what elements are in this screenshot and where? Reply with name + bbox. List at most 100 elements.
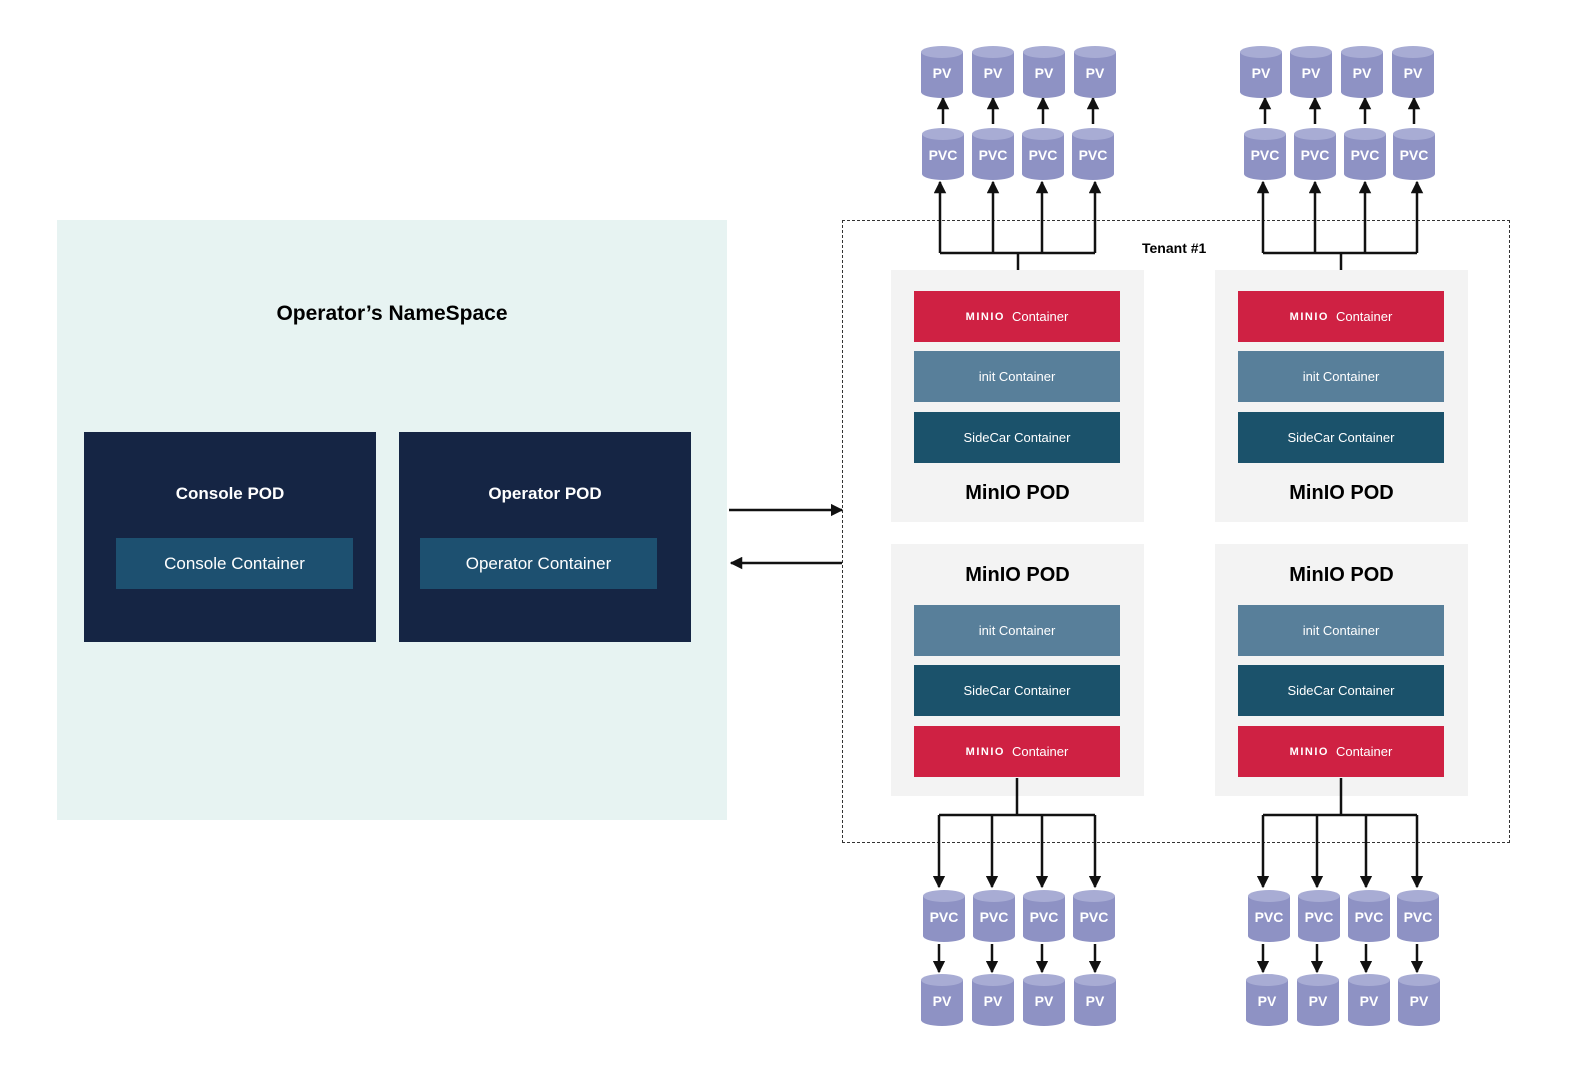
minio-pod-bottom-right: MinIO POD init Container SideCar Contain… — [1215, 544, 1468, 796]
pv-cylinder: PV — [1246, 974, 1288, 1026]
sidecar-container: SideCar Container — [1238, 665, 1444, 716]
pv-cylinder-label: PV — [1352, 65, 1372, 81]
console-container: Console Container — [116, 538, 353, 589]
pv-cylinder: PV — [1074, 46, 1116, 98]
pvc-cylinder-label: PVC — [1079, 909, 1109, 925]
tenant-boundary — [842, 220, 1510, 843]
pv-cylinder: PV — [921, 46, 963, 98]
pv-cylinder: PV — [972, 46, 1014, 98]
pvc-cylinder: PVC — [1348, 890, 1390, 942]
pv-cylinder: PV — [1348, 974, 1390, 1026]
minio-container: MINIO Container — [1238, 291, 1444, 342]
pv-cylinder: PV — [1341, 46, 1383, 98]
minio-pod-top-left: MINIO Container init Container SideCar C… — [891, 270, 1144, 522]
pv-cylinder-label: PV — [1085, 993, 1105, 1009]
pvc-cylinder: PVC — [1393, 128, 1435, 180]
minio-container-label: Container — [1335, 744, 1393, 759]
pv-cylinder: PV — [921, 974, 963, 1026]
pvc-cylinder: PVC — [922, 128, 964, 180]
pvc-cylinder: PVC — [1073, 890, 1115, 942]
pvc-cylinder: PVC — [1244, 128, 1286, 180]
pvc-cylinder-label: PVC — [929, 909, 959, 925]
tenant-label: Tenant #1 — [1142, 240, 1207, 256]
minio-logo: MINIO — [1289, 745, 1329, 758]
minio-logo: MINIO — [965, 745, 1005, 758]
namespace-title: Operator’s NameSpace — [276, 302, 508, 325]
pv-cylinder-label: PV — [1251, 65, 1271, 81]
pv-cylinder: PV — [1398, 974, 1440, 1026]
minio-logo: MINIO — [965, 310, 1005, 323]
pv-cylinder-label: PV — [1257, 993, 1277, 1009]
pv-cylinder-label: PV — [1409, 993, 1429, 1009]
pvc-cylinder: PVC — [923, 890, 965, 942]
pv-cylinder: PV — [1074, 974, 1116, 1026]
console-pod: Console POD Console Container — [84, 432, 376, 642]
pvc-cylinder-label: PVC — [1354, 909, 1384, 925]
pvc-cylinder-label: PVC — [1304, 909, 1334, 925]
pvc-cylinder: PVC — [1298, 890, 1340, 942]
pvc-cylinder-label: PVC — [1028, 147, 1058, 163]
pv-cylinder: PV — [1392, 46, 1434, 98]
pv-cylinder-label: PV — [1034, 65, 1054, 81]
minio-container: MINIO Container — [914, 726, 1120, 777]
pv-cylinder-label: PV — [1085, 65, 1105, 81]
pv-cylinder-label: PV — [983, 993, 1003, 1009]
pvc-cylinder-label: PVC — [1254, 909, 1284, 925]
pvc-cylinder-label: PVC — [1078, 147, 1108, 163]
pvc-cylinder-label: PVC — [1403, 909, 1433, 925]
minio-container-label: Container — [1335, 309, 1393, 324]
minio-pod-title: MinIO POD — [1289, 482, 1394, 504]
operator-pod-title: Operator POD — [488, 484, 602, 503]
pv-cylinder: PV — [1290, 46, 1332, 98]
pvc-cylinder-label: PVC — [1300, 147, 1330, 163]
pv-cylinder: PV — [1023, 46, 1065, 98]
pvc-cylinder-label: PVC — [1250, 147, 1280, 163]
pvc-cylinder: PVC — [1022, 128, 1064, 180]
minio-pod-top-right: MINIO Container init Container SideCar C… — [1215, 270, 1468, 522]
pv-cylinder-label: PV — [1034, 993, 1054, 1009]
pvc-cylinder: PVC — [1294, 128, 1336, 180]
operator-container: Operator Container — [420, 538, 657, 589]
pvc-cylinder: PVC — [973, 890, 1015, 942]
sidecar-container: SideCar Container — [1238, 412, 1444, 463]
pv-cylinder-label: PV — [932, 993, 952, 1009]
minio-pod-title: MinIO POD — [965, 482, 1070, 504]
pv-cylinder: PV — [1240, 46, 1282, 98]
operator-pod: Operator POD Operator Container — [399, 432, 691, 642]
minio-pod-title: MinIO POD — [965, 564, 1070, 586]
pvc-cylinder: PVC — [1072, 128, 1114, 180]
pv-cylinder: PV — [1023, 974, 1065, 1026]
pvc-cylinder: PVC — [1023, 890, 1065, 942]
pv-cylinder: PV — [972, 974, 1014, 1026]
pvc-cylinder-label: PVC — [1399, 147, 1429, 163]
init-container: init Container — [914, 605, 1120, 656]
pvc-cylinder: PVC — [1397, 890, 1439, 942]
pvc-cylinder-label: PVC — [979, 909, 1009, 925]
init-container: init Container — [1238, 605, 1444, 656]
minio-container-label: Container — [1011, 744, 1069, 759]
minio-container: MINIO Container — [914, 291, 1120, 342]
pvc-cylinder: PVC — [1248, 890, 1290, 942]
pvc-cylinder-label: PVC — [978, 147, 1008, 163]
init-container: init Container — [1238, 351, 1444, 402]
minio-container-label: Container — [1011, 309, 1069, 324]
console-pod-title: Console POD — [175, 484, 285, 503]
pv-cylinder-label: PV — [983, 65, 1003, 81]
sidecar-container: SideCar Container — [914, 412, 1120, 463]
pvc-cylinder-label: PVC — [1029, 909, 1059, 925]
pvc-cylinder: PVC — [972, 128, 1014, 180]
pv-cylinder-label: PV — [932, 65, 952, 81]
pv-cylinder: PV — [1297, 974, 1339, 1026]
pv-cylinder-label: PV — [1308, 993, 1328, 1009]
minio-pod-title: MinIO POD — [1289, 564, 1394, 586]
minio-logo: MINIO — [1289, 310, 1329, 323]
minio-pod-bottom-left: MinIO POD init Container SideCar Contain… — [891, 544, 1144, 796]
pvc-cylinder: PVC — [1344, 128, 1386, 180]
pvc-cylinder-label: PVC — [1350, 147, 1380, 163]
pv-cylinder-label: PV — [1301, 65, 1321, 81]
pvc-cylinder-label: PVC — [928, 147, 958, 163]
minio-container: MINIO Container — [1238, 726, 1444, 777]
pv-cylinder-label: PV — [1359, 993, 1379, 1009]
init-container: init Container — [914, 351, 1120, 402]
